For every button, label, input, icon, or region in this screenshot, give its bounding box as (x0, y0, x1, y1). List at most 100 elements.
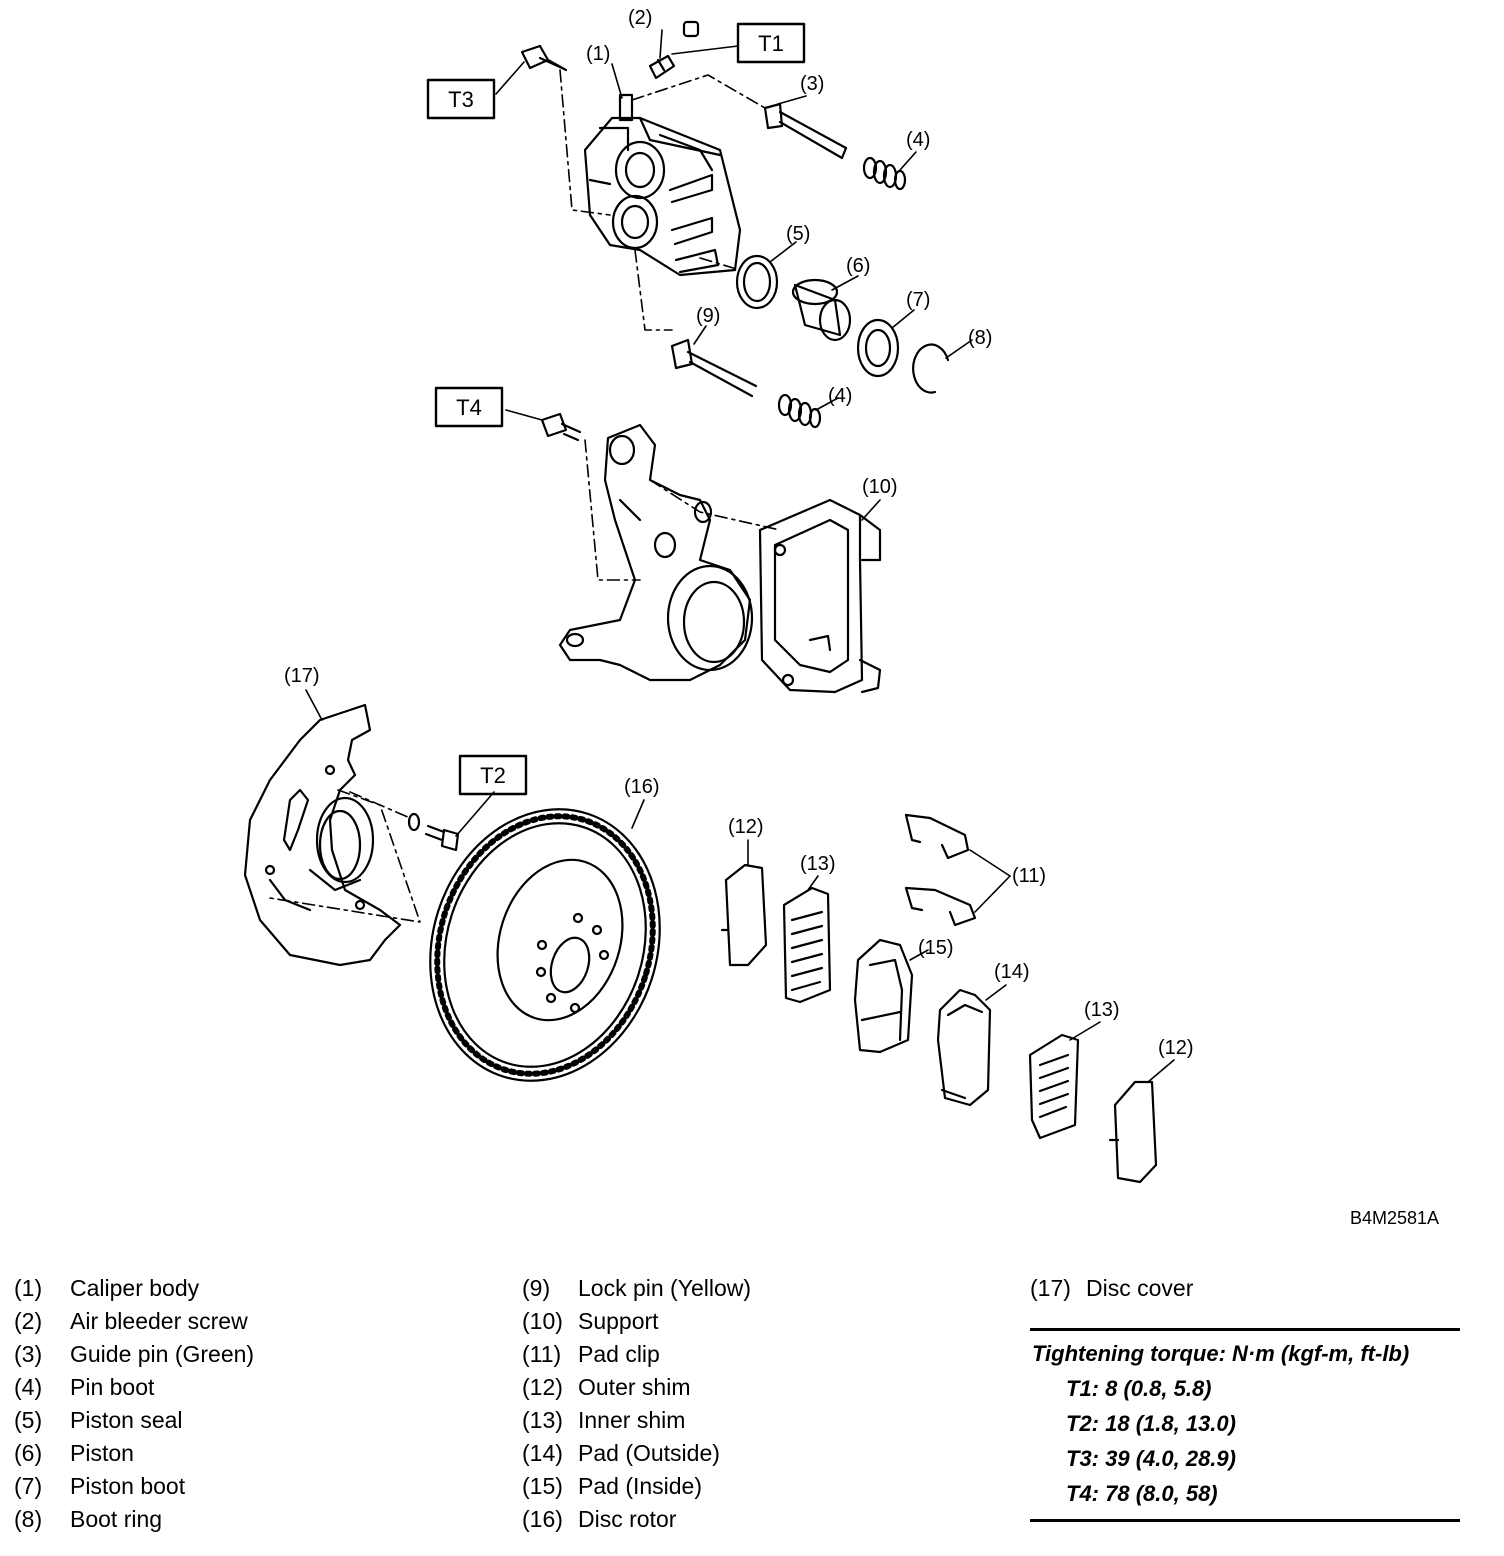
callout-9: (9) (696, 305, 720, 327)
legend-number: (17) (1030, 1275, 1071, 1301)
callout-5: (5) (786, 223, 810, 245)
callout-17: (17) (284, 665, 320, 687)
legend-column-3: (17) Disc cover (1030, 1272, 1193, 1305)
legend-label: Caliper body (70, 1275, 200, 1301)
outer-shim-left (720, 863, 768, 967)
legend-item: (14)Pad (Outside) (522, 1437, 751, 1470)
legend-label: Support (578, 1308, 659, 1334)
boot-ring (912, 343, 950, 394)
legend-label: Piston boot (70, 1473, 186, 1499)
svg-text:T1: T1 (758, 31, 784, 56)
outer-shim-right (1108, 1080, 1158, 1184)
exploded-brake-diagram: T1 T2 T3 T4 (1) (2) (3) (4) (5) (6) (7) … (243, 7, 1194, 1184)
legend-number: (2) (14, 1308, 43, 1334)
legend-label: Pad (Inside) (578, 1473, 703, 1499)
legend-label: Guide pin (Green) (70, 1341, 255, 1367)
callout-12-left: (12) (728, 816, 764, 838)
legend-item: (10) Support (522, 1305, 751, 1338)
legend-label: Pad clip (578, 1341, 660, 1367)
legend-item: (4) Pin boot (14, 1371, 254, 1404)
legend-item: (9) Lock pin (Yellow) (522, 1272, 751, 1305)
pad-inside (853, 938, 914, 1054)
disc-cover (243, 703, 402, 967)
pin-boot-lower (777, 393, 822, 429)
legend-item: (13) Inner shim (522, 1404, 751, 1437)
legend-label: Boot ring (70, 1506, 163, 1532)
t4-bolt (540, 412, 582, 442)
piston-seal (735, 254, 779, 310)
legend-item: (11) Pad clip (522, 1338, 751, 1371)
legend-label: Air bleeder screw (70, 1308, 248, 1334)
tightening-torque-spec: Tightening torque: N·m (kgf-m, ft-lb) T1… (1030, 1328, 1460, 1522)
legend-item: (1) Caliper body (14, 1272, 254, 1305)
inner-shim-left (782, 886, 832, 1004)
legend-column-1: (1) Caliper body (2) Air bleeder screw (3)… (14, 1272, 254, 1536)
legend-number: (15) (522, 1473, 563, 1499)
callout-10: (10) (862, 476, 898, 498)
pad-clips (904, 813, 977, 927)
legend-label: Inner shim (578, 1407, 686, 1433)
legend-number: (1) (14, 1275, 43, 1301)
legend-item: (3)Guide pin (Green) (14, 1338, 254, 1371)
svg-text:T2: T2 (480, 763, 506, 788)
legend-label: Disc rotor (578, 1506, 677, 1532)
torque-row: T2: 18 (1.8, 13.0) (1066, 1411, 1236, 1436)
legend-number: (16) (522, 1506, 563, 1532)
torque-row: T3: 39 (4.0, 28.9) (1066, 1446, 1236, 1471)
legend-number: (8) (14, 1506, 43, 1532)
legend-item: (15) Pad (Inside) (522, 1470, 751, 1503)
guide-pin (763, 102, 848, 160)
legend-item: (5) Piston seal (14, 1404, 254, 1437)
diagram-code: B4M2581A (1350, 1208, 1440, 1228)
disc-rotor (429, 808, 661, 1082)
legend-number: (9) (522, 1275, 551, 1301)
callout-16: (16) (624, 776, 660, 798)
legend-label: Pin boot (70, 1374, 155, 1400)
support-bracket (758, 498, 882, 694)
legend-number: (11) (522, 1341, 562, 1367)
legend-number: (7) (14, 1473, 43, 1499)
callout-7: (7) (906, 289, 930, 311)
legend-item: (2) Air bleeder screw (14, 1305, 254, 1338)
legend-number: (6) (14, 1440, 43, 1466)
torque-row: T1: 8 (0.8, 5.8) (1066, 1376, 1212, 1401)
callout-4-lower: (4) (828, 385, 852, 407)
legend-label: Disc cover (1086, 1275, 1194, 1301)
callout-13-right: (13) (1084, 999, 1120, 1021)
callout-8: (8) (968, 327, 992, 349)
legend-label: Lock pin (Yellow) (578, 1275, 752, 1301)
legend-label: Piston (70, 1440, 134, 1466)
callout-4-upper: (4) (906, 129, 930, 151)
torque-row: T4: 78 (8.0, 58) (1066, 1481, 1218, 1506)
legend-item: (6) Piston (14, 1437, 254, 1470)
pin-boot-upper (862, 156, 907, 191)
callout-2: (2) (628, 7, 652, 29)
legend-item: (7) Piston boot (14, 1470, 254, 1503)
legend-number: (12) (522, 1374, 563, 1400)
legend-item: (12)Outer shim (522, 1371, 751, 1404)
legend-item: (17) Disc cover (1030, 1272, 1193, 1305)
legend-item: (8) Boot ring (14, 1503, 254, 1536)
torque-heading: Tightening torque: N·m (kgf-m, ft-lb) (1032, 1341, 1410, 1366)
t3-box: T3 (426, 78, 496, 120)
legend-number: (5) (14, 1407, 43, 1433)
legend-number: (10) (522, 1308, 563, 1334)
callout-3: (3) (800, 73, 824, 95)
air-bleeder-screw (648, 20, 700, 80)
t3-bolt (520, 44, 568, 72)
legend-item: (16) Disc rotor (522, 1503, 751, 1536)
callout-13-left: (13) (800, 853, 836, 875)
legend-number: (4) (14, 1374, 43, 1400)
piston-boot (856, 318, 900, 378)
callout-11: (11) (1012, 865, 1046, 887)
callout-15: (15) (918, 937, 954, 959)
svg-text:T4: T4 (456, 395, 482, 420)
svg-text:T3: T3 (448, 87, 474, 112)
legend-number: (13) (522, 1407, 563, 1433)
legend-label: Piston seal (70, 1407, 183, 1433)
callout-1: (1) (586, 43, 610, 65)
legend-label: Pad (Outside) (578, 1440, 720, 1466)
t2-box: T2 (458, 754, 528, 796)
legend-column-2: (9) Lock pin (Yellow) (10) Support (11) Pad… (522, 1272, 751, 1536)
callout-6: (6) (846, 255, 870, 277)
